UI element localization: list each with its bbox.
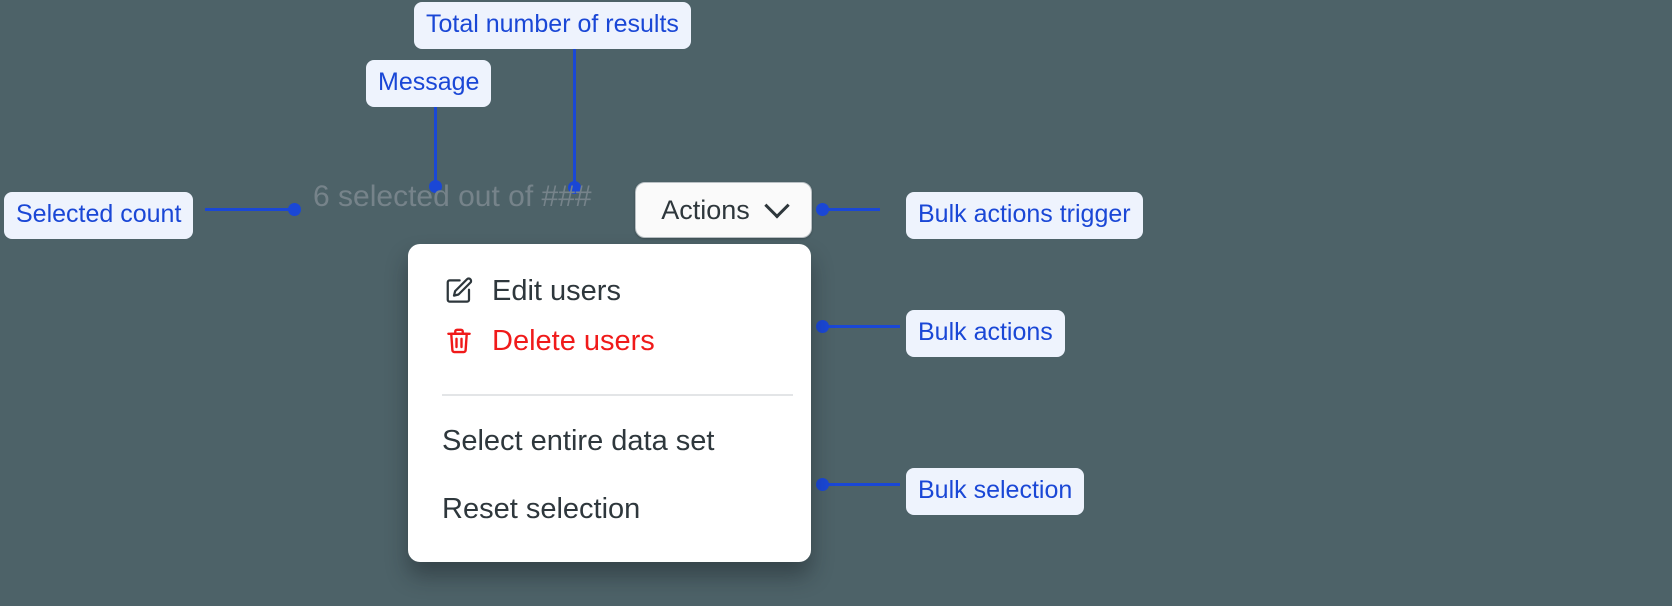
- anchor-dot-total-results: [568, 181, 581, 194]
- anchor-dot-bulk-actions-trigger: [816, 203, 829, 216]
- bulk-actions-menu[interactable]: Edit users Delete users Select: [408, 244, 811, 562]
- actions-button-label: Actions: [661, 194, 750, 225]
- anchor-dot-bulk-actions: [816, 320, 829, 333]
- total-results-value: ###: [541, 180, 592, 213]
- trash-icon: [442, 324, 476, 358]
- selection-message-text: selected out of: [338, 180, 534, 213]
- bulk-actions-trigger-button[interactable]: Actions: [635, 182, 812, 238]
- connector-bulk-actions: [820, 325, 900, 328]
- annotation-message: Message: [366, 60, 492, 107]
- annotation-bulk-actions: Bulk actions: [906, 310, 1065, 357]
- menu-divider: [442, 394, 793, 396]
- annotation-selected-count: Selected count: [4, 192, 194, 239]
- connector-total-results: [573, 42, 576, 188]
- menu-item-reset-selection[interactable]: Reset selection: [408, 484, 811, 534]
- menu-item-delete-users-label: Delete users: [492, 324, 655, 357]
- selected-count-value: 6: [313, 180, 330, 213]
- connector-bulk-actions-trigger: [820, 208, 880, 211]
- selection-status-text: 6 selected out of ###: [313, 180, 592, 214]
- chevron-down-icon: [764, 193, 790, 219]
- annotation-bulk-selection: Bulk selection: [906, 468, 1085, 515]
- menu-item-delete-users[interactable]: Delete users: [408, 316, 811, 366]
- menu-item-edit-users[interactable]: Edit users: [408, 266, 811, 316]
- anchor-dot-selected-count: [288, 203, 301, 216]
- edit-pencil-icon: [442, 274, 476, 308]
- menu-item-select-entire-data-set[interactable]: Select entire data set: [408, 416, 811, 466]
- anchor-dot-bulk-selection: [816, 478, 829, 491]
- annotation-total-number-of-results: Total number of results: [414, 2, 691, 49]
- menu-group-bulk-actions: Edit users Delete users: [408, 244, 811, 382]
- connector-message: [434, 97, 437, 187]
- annotation-bulk-actions-trigger: Bulk actions trigger: [906, 192, 1143, 239]
- anchor-dot-message: [429, 180, 442, 193]
- menu-item-reset-selection-label: Reset selection: [442, 492, 641, 525]
- menu-group-bulk-selection: Select entire data set Reset selection: [408, 408, 811, 550]
- menu-item-select-entire-data-set-label: Select entire data set: [442, 424, 715, 457]
- connector-bulk-selection: [820, 483, 900, 486]
- menu-item-edit-users-label: Edit users: [492, 274, 621, 307]
- connector-selected-count: [205, 208, 295, 211]
